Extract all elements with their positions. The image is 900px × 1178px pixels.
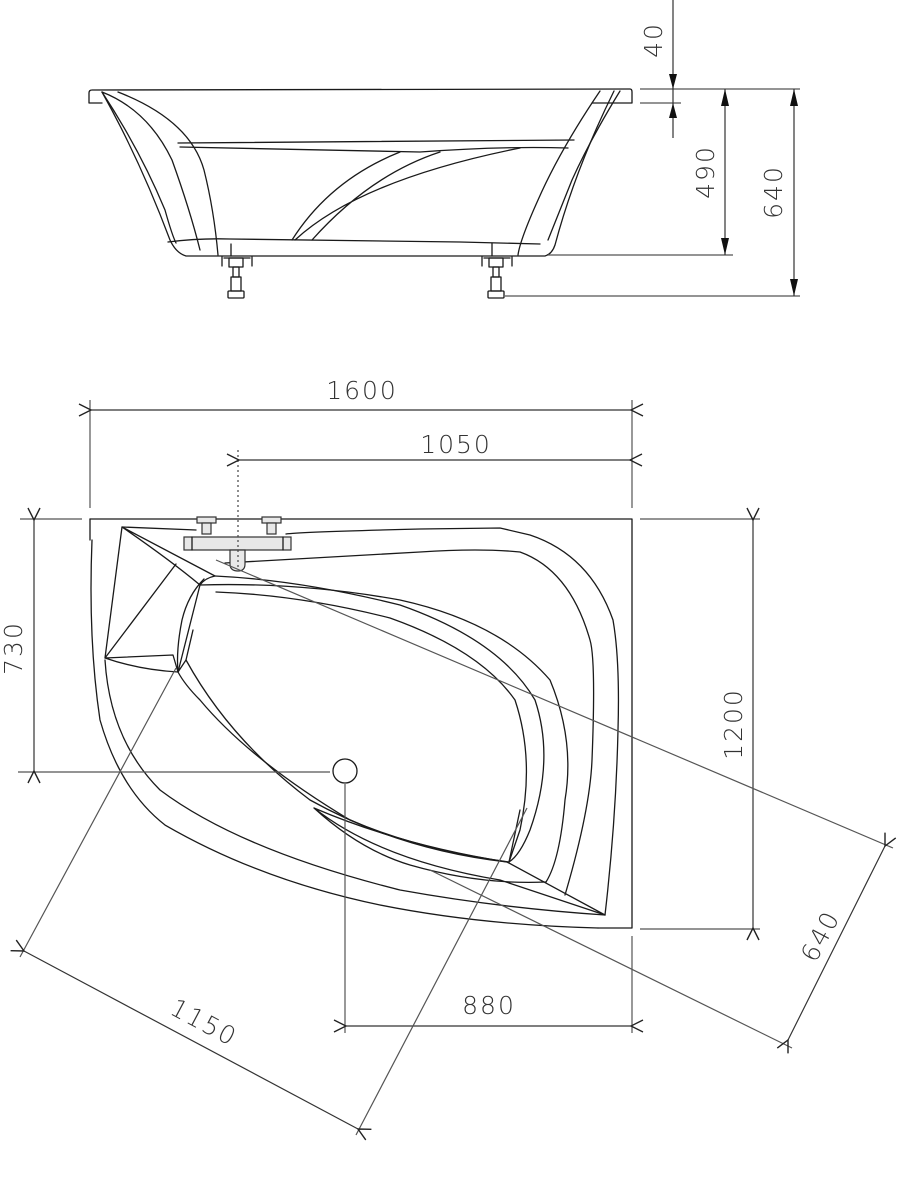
tub-corner-facets — [104, 526, 216, 673]
dim-total-height: 640 — [759, 165, 788, 219]
side-elevation-view: 40 490 640 — [88, 0, 800, 299]
tub-left-wing — [101, 91, 219, 256]
tub-rim — [88, 88, 633, 104]
dim-diagonal-width: 640 — [795, 905, 846, 966]
dim-rim-thickness: 40 — [639, 22, 668, 58]
tub-swoosh-detail — [291, 147, 521, 241]
dim-faucet-to-right: 1050 — [420, 430, 492, 459]
plan-view: 1600 1050 730 1200 880 1150 640 — [0, 376, 893, 1135]
tub-outer-curve — [90, 539, 599, 929]
drain-icon — [332, 758, 358, 784]
dim-overall-width: 1200 — [719, 688, 748, 760]
adjustable-foot-left — [221, 256, 253, 299]
dim-diagonal-length: 1150 — [166, 993, 243, 1052]
dim-overall-length: 1600 — [326, 376, 398, 405]
dim-drain-to-right: 880 — [462, 991, 516, 1020]
tub-outer-shell — [101, 90, 615, 257]
tub-right-wing — [517, 90, 621, 256]
dim-tub-depth: 490 — [691, 145, 720, 199]
tub-outline-rect — [89, 518, 633, 929]
adjustable-foot-right — [481, 256, 513, 299]
dim-top-to-drain: 730 — [0, 621, 28, 675]
tub-inner-basin — [177, 575, 545, 863]
